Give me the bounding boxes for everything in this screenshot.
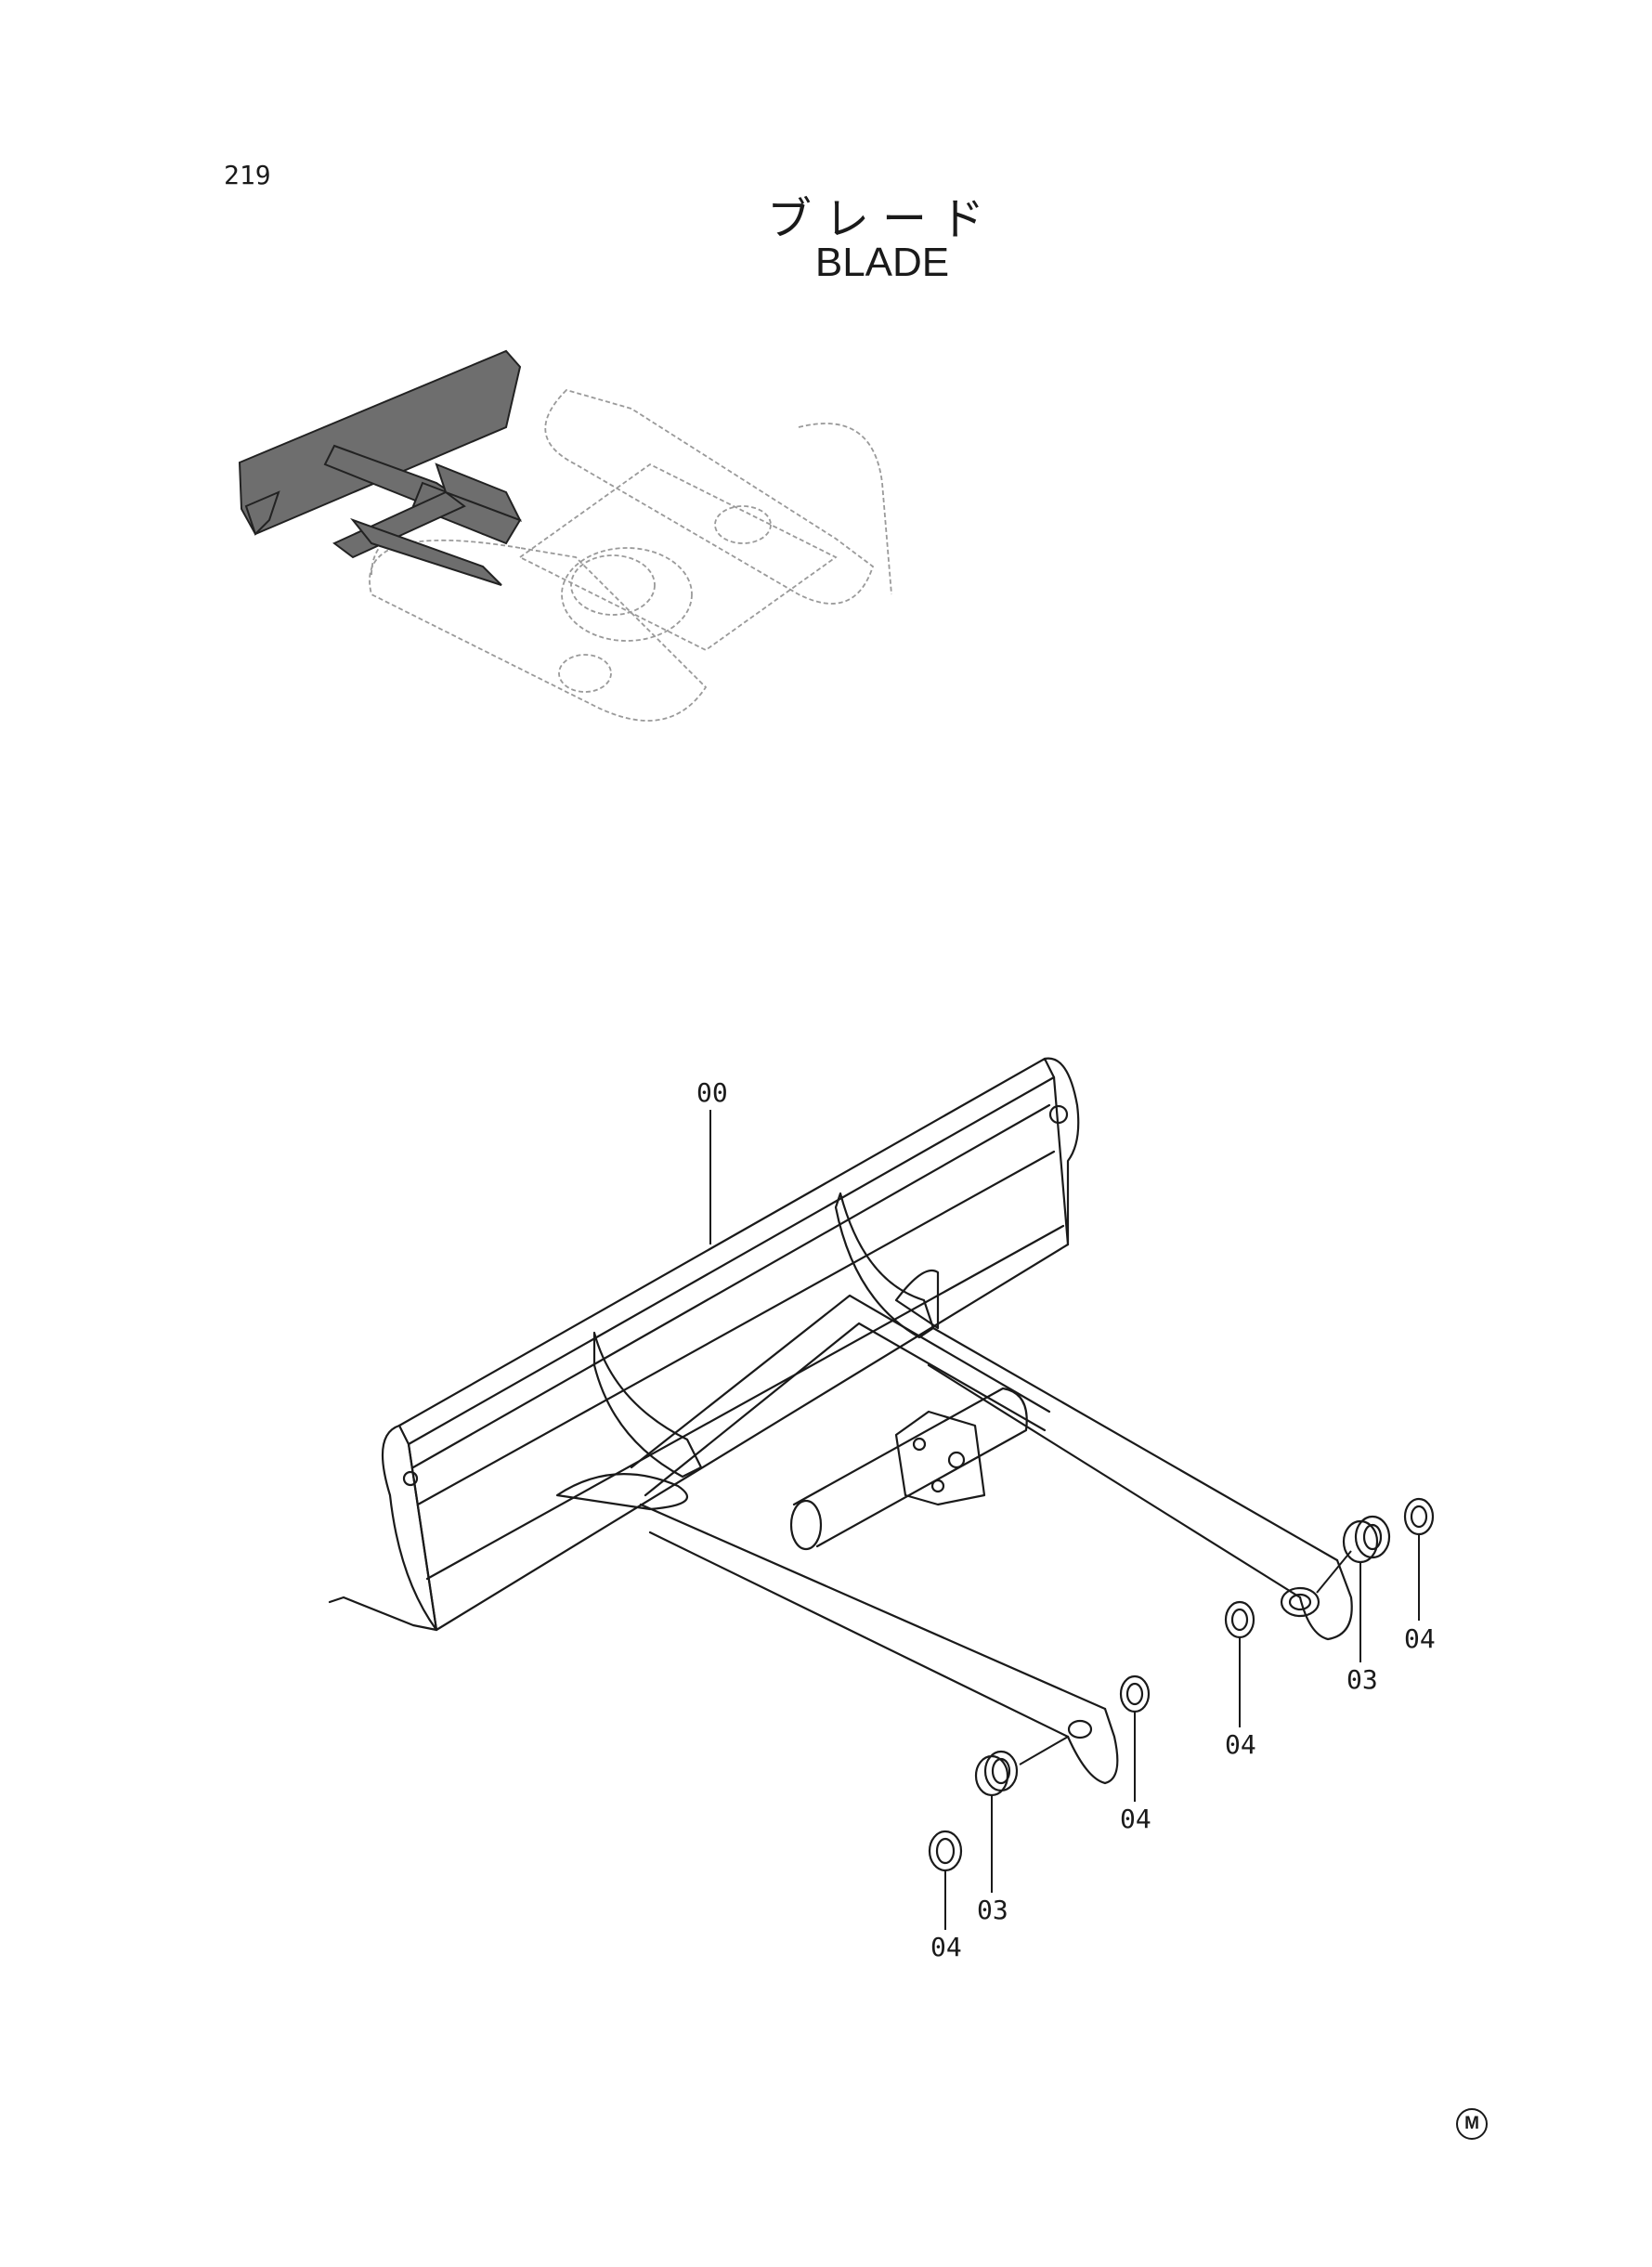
callout-03-right: 03 bbox=[1346, 1664, 1378, 1695]
circled-m-mark: M bbox=[1456, 2108, 1488, 2140]
callout-03-left: 03 bbox=[977, 1895, 1008, 1925]
callout-04-left-outer: 04 bbox=[1120, 1804, 1151, 1834]
callout-04-right-inner: 04 bbox=[1225, 1729, 1256, 1760]
left-pin-parts bbox=[928, 1674, 1151, 1872]
undercarriage-outline bbox=[369, 388, 892, 722]
right-pin-parts bbox=[1224, 1497, 1435, 1639]
callout-00: 00 bbox=[696, 1077, 728, 1108]
blade-assembly-00 bbox=[328, 1057, 1353, 1785]
overview-sketch bbox=[238, 349, 892, 722]
callout-04-right-outer: 04 bbox=[1404, 1623, 1436, 1654]
page-number: 219 bbox=[224, 160, 271, 190]
title-japanese: ブレード bbox=[766, 193, 997, 245]
leader-lines bbox=[709, 1110, 1420, 1930]
callout-04-left-inner: 04 bbox=[930, 1932, 962, 1962]
blade-highlight bbox=[238, 349, 523, 586]
title-english: BLADE bbox=[814, 240, 950, 285]
